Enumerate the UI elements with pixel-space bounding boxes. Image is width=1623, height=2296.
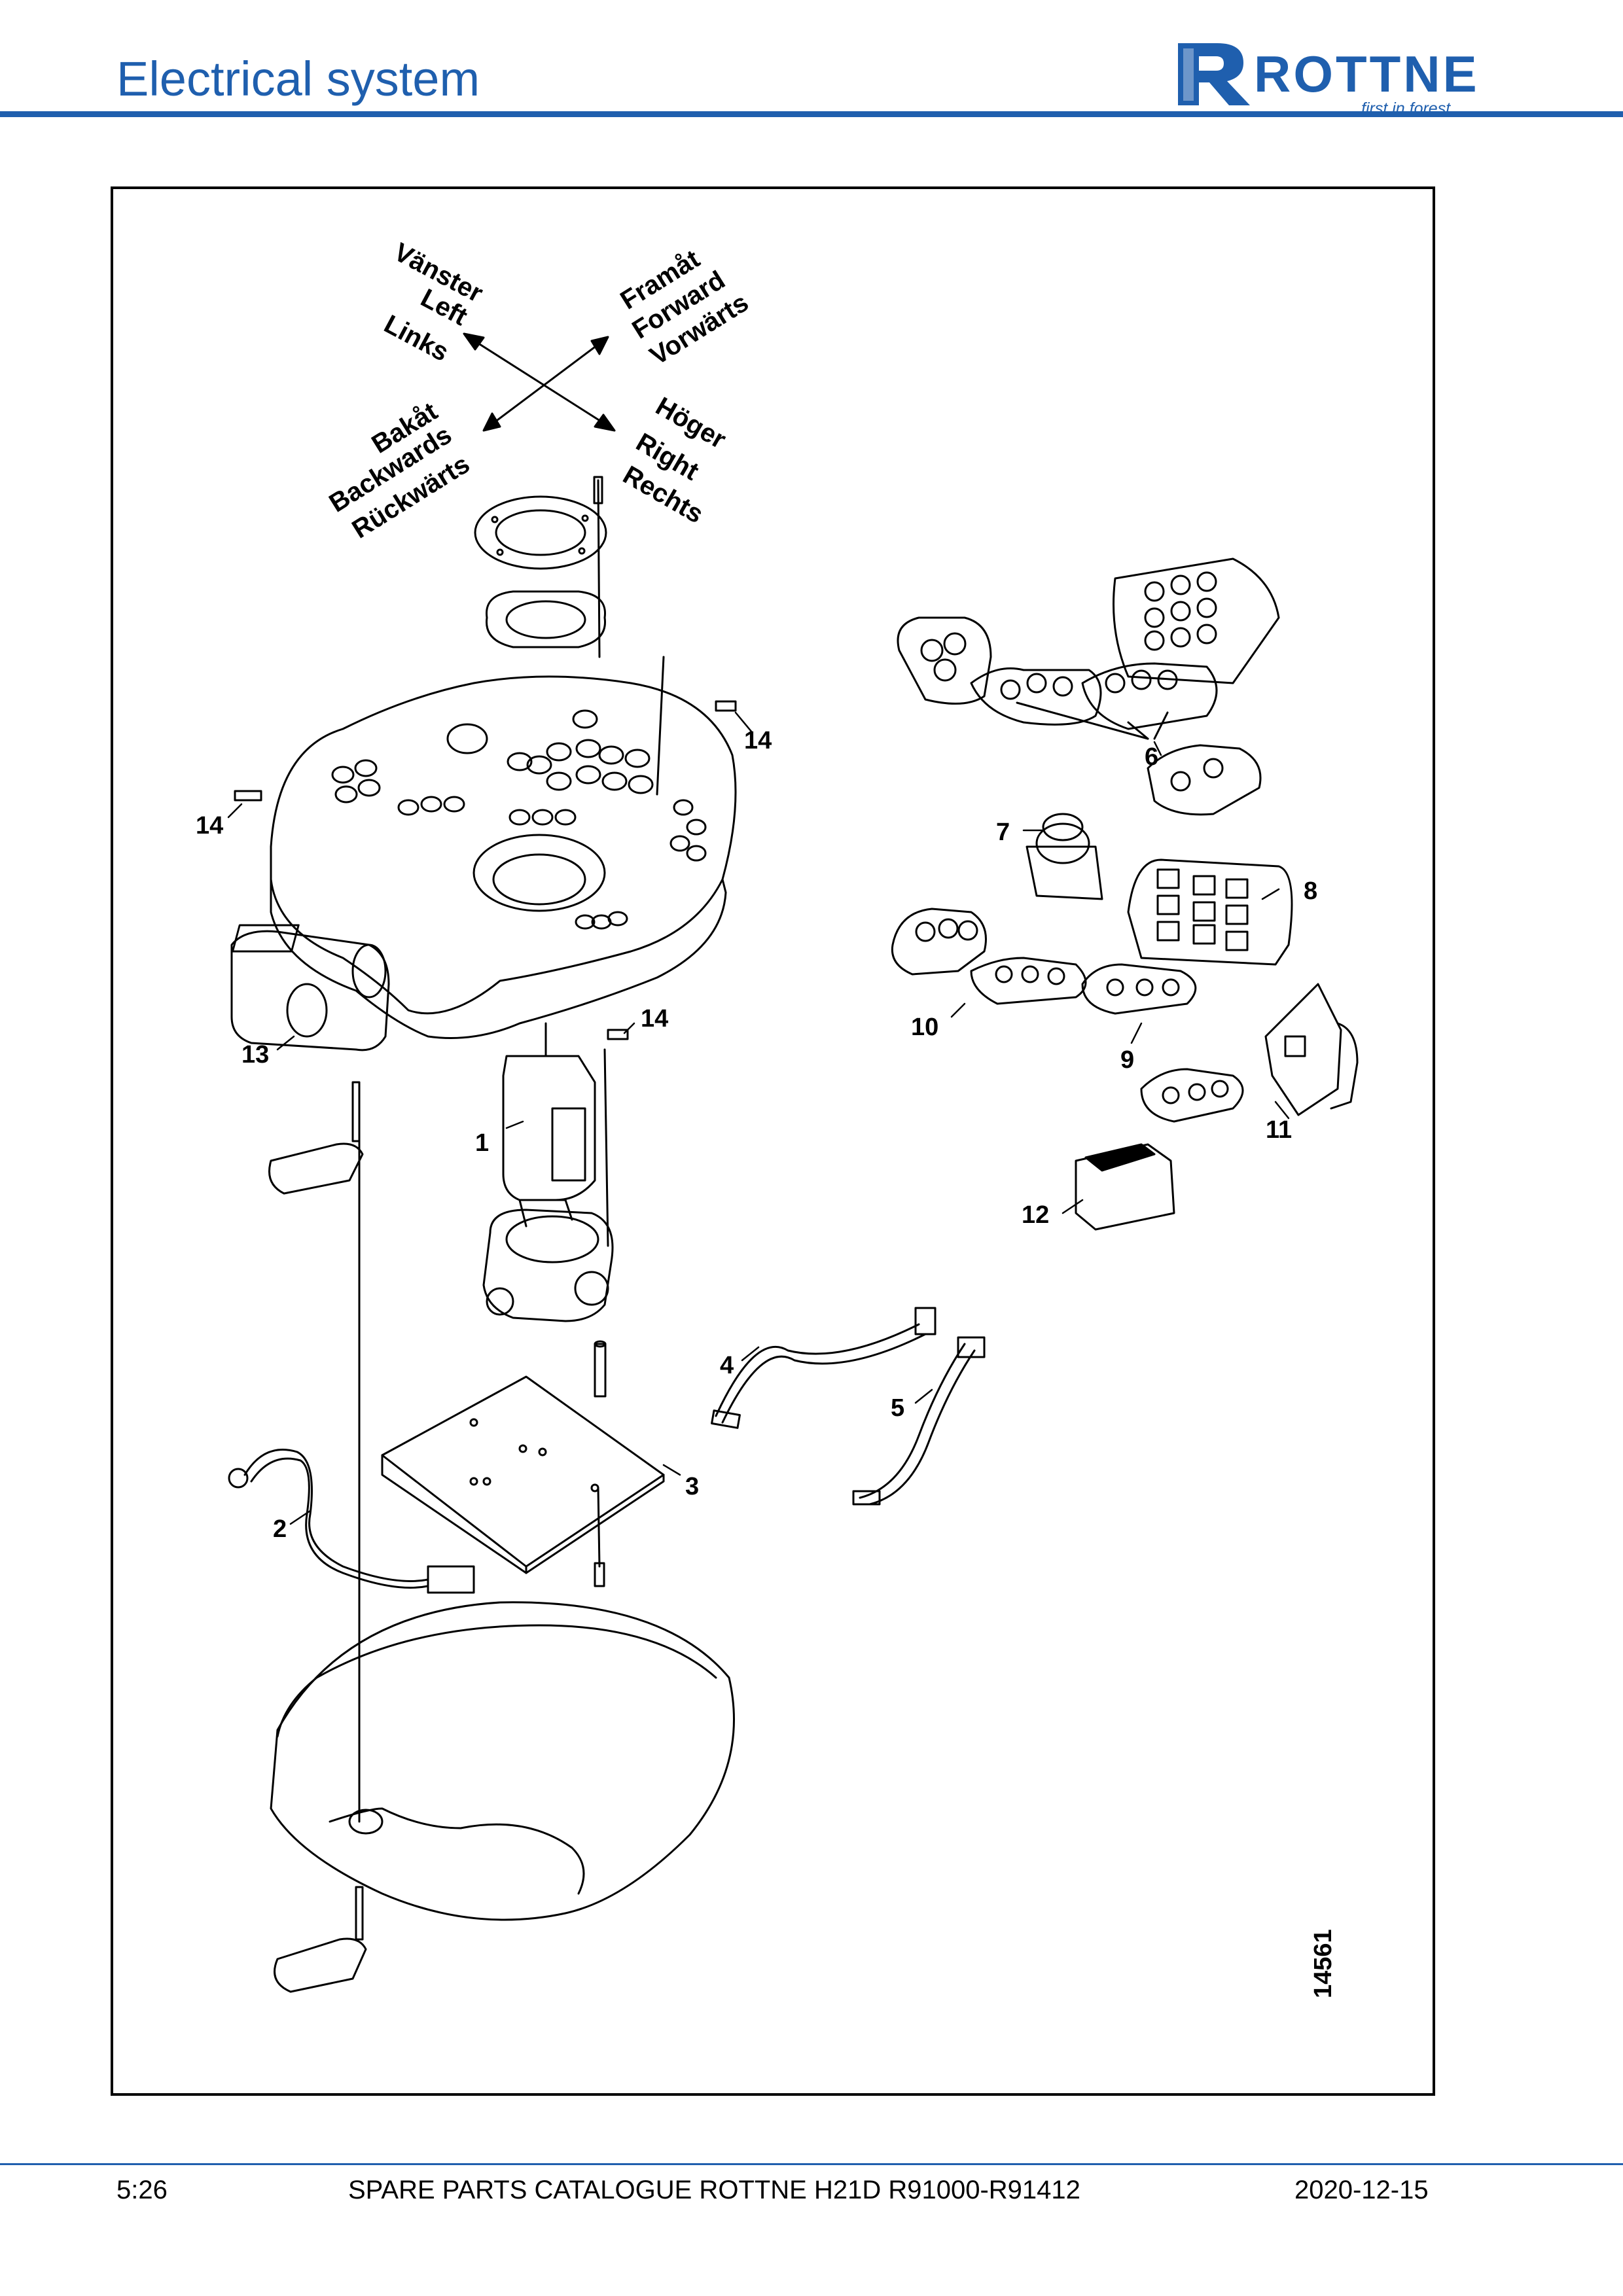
footer-rule bbox=[0, 2163, 1623, 2165]
callout-12: 12 bbox=[1022, 1201, 1049, 1229]
screw-14-bottom bbox=[607, 1029, 629, 1040]
figure-number: 14561 bbox=[1310, 1929, 1337, 1998]
exploded-diagram-frame: Vänster Left Links Framåt Forward Vorwär… bbox=[111, 186, 1435, 2096]
joystick-base bbox=[482, 1048, 614, 1322]
top-ring-plate bbox=[474, 495, 607, 570]
ring-gasket bbox=[486, 590, 606, 648]
page-title: Electrical system bbox=[116, 52, 480, 106]
rocker-switch-12 bbox=[1075, 1143, 1175, 1231]
lock-handle-top bbox=[268, 1081, 364, 1195]
direction-label-backwards: Bakåt Backwards Rückwärts bbox=[324, 397, 474, 544]
ribbon-cable-4 bbox=[711, 1307, 936, 1429]
callout-4: 4 bbox=[720, 1352, 734, 1379]
direction-label-right: Höger Right Rechts bbox=[618, 392, 731, 529]
bracket-11 bbox=[1264, 983, 1359, 1116]
button-panel-6 bbox=[897, 557, 1280, 816]
direction-arrows bbox=[463, 332, 616, 432]
main-console-housing bbox=[231, 656, 737, 1039]
mini-joystick-7 bbox=[1026, 813, 1103, 900]
keypad-8 bbox=[1127, 858, 1293, 966]
leader-lines bbox=[227, 711, 1290, 1525]
ribbon-cable-5 bbox=[852, 1336, 986, 1506]
callout-13: 13 bbox=[241, 1041, 269, 1069]
callout-2: 2 bbox=[273, 1515, 287, 1543]
callout-7: 7 bbox=[996, 819, 1010, 846]
callout-1: 1 bbox=[475, 1129, 489, 1157]
direction-label-left: Vänster Left Links bbox=[380, 238, 488, 367]
lower-housing-shell bbox=[270, 1133, 735, 1921]
top-screw bbox=[593, 476, 603, 658]
catalogue-title: SPARE PARTS CATALOGUE ROTTNE H21D R91000… bbox=[348, 2176, 1080, 2204]
direction-label-forward: Framåt Forward Vorwärts bbox=[615, 245, 753, 371]
joystick-grip bbox=[502, 1022, 596, 1201]
spacer-pin bbox=[594, 1340, 607, 1398]
brand-name: ROTTNE bbox=[1254, 45, 1480, 103]
callout-6: 6 bbox=[1145, 743, 1158, 771]
callout-11: 11 bbox=[1266, 1116, 1292, 1144]
callout-3: 3 bbox=[685, 1473, 699, 1500]
exploded-parts-diagram: Vänster Left Links Framåt Forward Vorwär… bbox=[196, 238, 1359, 1998]
screw-14-left bbox=[234, 790, 262, 802]
callout-8: 8 bbox=[1304, 877, 1317, 905]
button-panel-10 bbox=[891, 908, 1087, 1005]
cable-harness-2 bbox=[228, 1449, 475, 1594]
rottne-logo: ROTTNE first in forest bbox=[1171, 37, 1512, 118]
footer-date: 2020-12-15 bbox=[1294, 2176, 1429, 2204]
callout-14-bottom: 14 bbox=[641, 1005, 668, 1033]
callout-14-left: 14 bbox=[196, 812, 223, 839]
callout-5: 5 bbox=[891, 1394, 904, 1422]
circuit-board bbox=[381, 1375, 665, 1587]
callout-9: 9 bbox=[1120, 1046, 1134, 1074]
screw-14-right bbox=[715, 700, 737, 712]
button-panel-9 bbox=[1081, 963, 1244, 1123]
rottne-emblem-icon bbox=[1178, 43, 1250, 105]
callout-14-right: 14 bbox=[744, 727, 772, 754]
page-number: 5:26 bbox=[116, 2176, 168, 2204]
callout-10: 10 bbox=[911, 1014, 938, 1041]
header-rule bbox=[0, 111, 1623, 117]
lock-handle-bottom bbox=[274, 1886, 367, 1993]
side-mount-bracket bbox=[230, 930, 390, 1051]
